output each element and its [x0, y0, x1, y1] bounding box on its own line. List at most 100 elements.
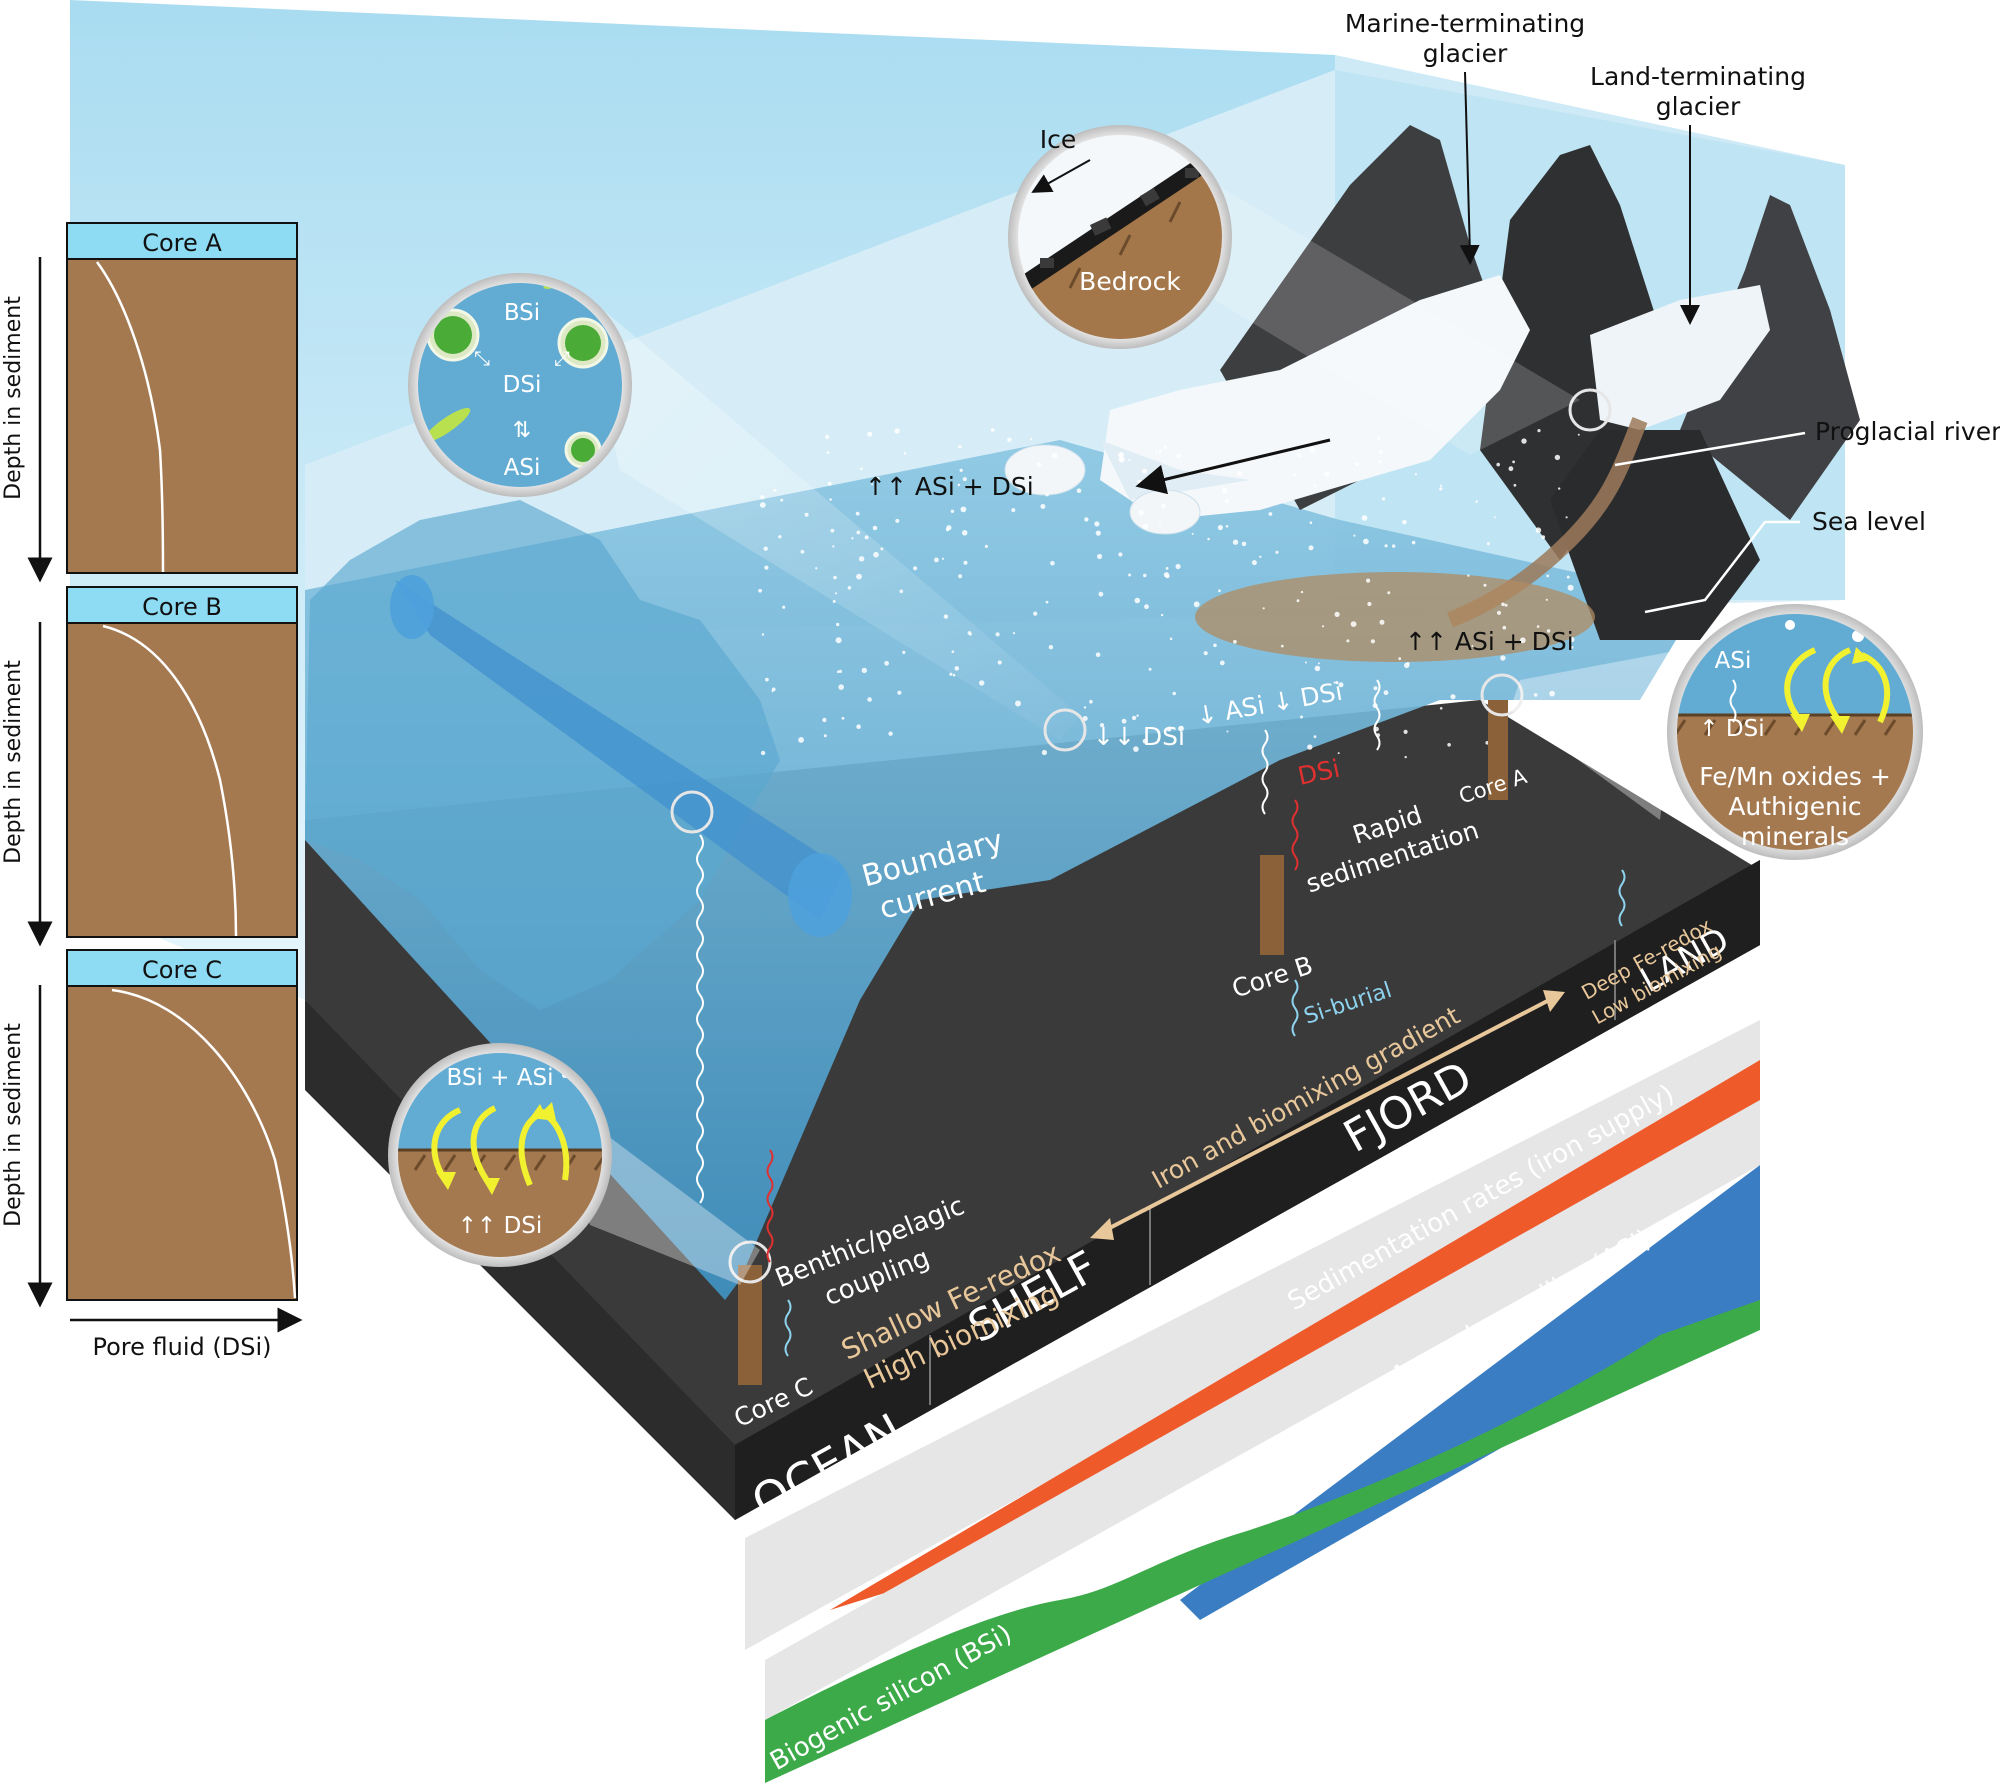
- particle: [1241, 541, 1247, 547]
- particle: [1136, 714, 1139, 717]
- particle: [1521, 438, 1527, 444]
- particle: [829, 498, 832, 501]
- particle: [1398, 657, 1402, 661]
- particle: [1554, 454, 1561, 461]
- particle: [1411, 540, 1416, 545]
- particle: [894, 428, 900, 434]
- particle: [835, 637, 842, 644]
- particle: [1045, 493, 1049, 497]
- particle: [957, 483, 961, 487]
- particle: [1403, 729, 1408, 735]
- particle: [1154, 450, 1158, 454]
- particle: [1317, 662, 1320, 665]
- particle: [1095, 530, 1101, 536]
- particle: [1379, 450, 1383, 454]
- inset-silica-phases: BSi DSi ASi ⤡ ⤢ ⇅: [408, 273, 632, 497]
- particle: [1378, 460, 1382, 464]
- particle: [1309, 521, 1313, 524]
- core-b-profile-curve: [102, 624, 238, 937]
- core-panel-b-title: Core B: [142, 593, 222, 621]
- callout-land-glacier-2: glacier: [1656, 92, 1741, 121]
- particle: [1350, 621, 1357, 627]
- particle: [1296, 599, 1300, 603]
- particle: [1095, 652, 1101, 657]
- particle: [1176, 453, 1181, 459]
- particle: [782, 605, 786, 609]
- particle: [1262, 607, 1265, 610]
- scene-core-c: [738, 1265, 762, 1385]
- particle: [903, 452, 907, 455]
- particle: [798, 737, 804, 743]
- core-panel-c-ylabel: Depth in sediment: [1, 1023, 26, 1227]
- particle: [1439, 487, 1443, 491]
- callout-marine-glacier-2: glacier: [1423, 39, 1508, 68]
- particle: [1502, 625, 1507, 630]
- particle: [1361, 515, 1368, 521]
- particle: [758, 588, 762, 593]
- particle: [913, 566, 918, 571]
- particle: [1404, 755, 1407, 759]
- particle: [1475, 500, 1478, 503]
- particle: [1041, 749, 1047, 756]
- particle: [1493, 516, 1496, 519]
- particle: [860, 467, 863, 471]
- particle: [1175, 563, 1181, 570]
- particle: [1414, 473, 1418, 476]
- particle: [961, 530, 968, 536]
- particle: [1440, 484, 1443, 487]
- particle: [1370, 639, 1375, 644]
- particle: [822, 717, 827, 723]
- particle: [1012, 632, 1016, 635]
- particle: [1218, 589, 1221, 593]
- trend-bands: [745, 1020, 1760, 1783]
- particle: [1203, 651, 1208, 656]
- lens-beams: [560, 175, 1680, 1285]
- particle: [888, 731, 893, 736]
- core-panel-a: Core A Depth in sediment: [1, 222, 298, 583]
- particle: [1384, 544, 1388, 548]
- particle: [1269, 456, 1274, 461]
- particle: [1082, 716, 1088, 721]
- particle: [1558, 487, 1561, 490]
- particle: [876, 476, 880, 481]
- inset-land-sediment: ASi ↑ DSi Fe/Mn oxides + Authigenic mine…: [1667, 604, 1923, 860]
- particle: [1221, 487, 1228, 494]
- sediment-plume: [1195, 572, 1595, 662]
- particle: [1036, 462, 1042, 467]
- particle: [1569, 636, 1575, 643]
- particle: [867, 697, 872, 702]
- particle: [1535, 527, 1542, 533]
- particle: [1128, 573, 1132, 577]
- label-asi-dsi-fjord: ↑↑ ASi + DSi: [1405, 627, 1574, 656]
- particle: [1545, 598, 1548, 601]
- callout-sea-level: Sea level: [1812, 507, 1926, 536]
- particle: [963, 560, 968, 565]
- mountains: [1220, 125, 1860, 640]
- particle: [1098, 591, 1104, 597]
- particle: [1121, 718, 1127, 724]
- particle: [1213, 643, 1217, 648]
- particle: [1051, 452, 1058, 459]
- iron-biomixing-gradient-arrow: [1090, 990, 1565, 1240]
- particle: [1552, 723, 1556, 727]
- particle: [1158, 449, 1163, 453]
- particle: [1280, 644, 1284, 648]
- particle: [1161, 503, 1166, 509]
- particle: [945, 527, 950, 532]
- particle: [1346, 639, 1350, 643]
- particle: [1138, 510, 1144, 516]
- core-c-profile-curve: [111, 988, 297, 1299]
- particle: [1567, 584, 1574, 591]
- core-panel-a-title: Core A: [142, 229, 222, 257]
- particle: [1541, 535, 1546, 540]
- particle: [1333, 681, 1336, 684]
- particle: [1497, 610, 1501, 615]
- callout-land-glacier-1: Land-terminating: [1590, 62, 1806, 91]
- core-panel-b: Core B Depth in sediment: [1, 586, 298, 947]
- inset-ice-label: Ice: [1040, 125, 1077, 154]
- particle: [827, 481, 832, 486]
- dsi-diffusion-lines: [696, 679, 1626, 1357]
- particle: [1251, 560, 1257, 566]
- particle: [1144, 604, 1149, 610]
- inset-benthic-top-label: BSi + ASi: [447, 1065, 554, 1091]
